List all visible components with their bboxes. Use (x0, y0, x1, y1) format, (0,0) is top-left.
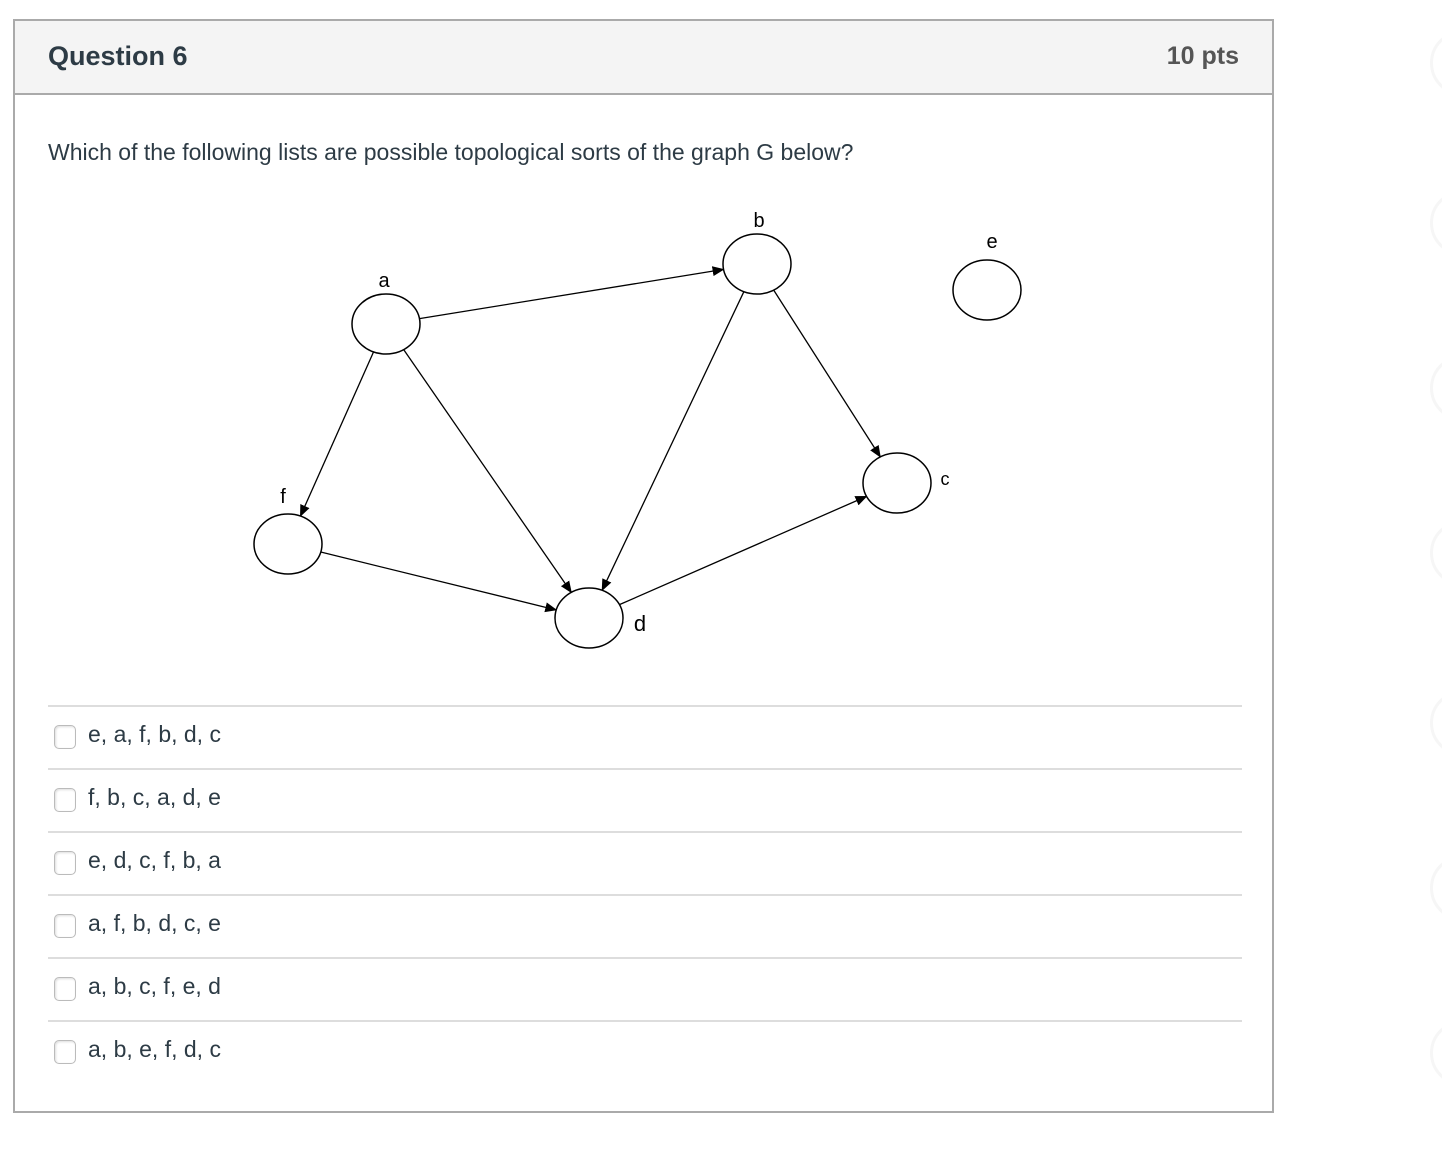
answer-checkbox[interactable] (54, 725, 76, 749)
node-label-e: e (986, 231, 997, 253)
node-label-c: c (941, 469, 950, 489)
answer-option[interactable]: e, a, f, b, d, c (48, 705, 1242, 768)
answer-checkbox[interactable] (54, 851, 76, 875)
answer-label: a, b, e, f, d, c (88, 1036, 221, 1062)
question-points: 10 pts (1166, 42, 1239, 70)
answer-option[interactable]: e, d, c, f, b, a (48, 831, 1242, 894)
node-label-b: b (753, 210, 764, 232)
question-title: Question 6 (48, 41, 188, 71)
answer-checkbox[interactable] (54, 977, 76, 1001)
decorative-circle (1430, 1020, 1442, 1086)
answer-label: a, b, c, f, e, d (88, 973, 221, 999)
answer-list: e, a, f, b, d, c f, b, c, a, d, e e, d, … (48, 705, 1242, 1083)
answer-label: e, d, c, f, b, a (88, 847, 221, 873)
answer-option[interactable]: a, b, e, f, d, c (48, 1020, 1242, 1083)
edge-d-c (619, 495, 868, 606)
answer-checkbox[interactable] (54, 788, 76, 812)
edge-a-d (403, 349, 572, 594)
answer-checkbox[interactable] (54, 914, 76, 938)
node-e (952, 259, 1022, 321)
node-d (554, 587, 624, 649)
answer-option[interactable]: a, b, c, f, e, d (48, 957, 1242, 1020)
node-a (351, 293, 421, 355)
node-b (722, 233, 792, 295)
node-label-a: a (378, 270, 390, 292)
question-card: Question 6 10 pts Which of the following… (13, 19, 1274, 1113)
edge-b-d (601, 291, 745, 592)
node-label-d: d (634, 611, 646, 636)
edge-a-b (419, 266, 725, 320)
question-text: Which of the following lists are possibl… (48, 139, 854, 165)
answer-checkbox[interactable] (54, 1040, 76, 1064)
node-c (862, 452, 932, 514)
node-f (253, 513, 323, 575)
answer-label: e, a, f, b, d, c (88, 721, 221, 747)
graph-diagram: a b c d e f (253, 210, 1022, 649)
edge-a-f (299, 351, 375, 517)
answer-label: a, f, b, d, c, e (88, 910, 221, 936)
edge-b-c (773, 289, 881, 458)
answer-label: f, b, c, a, d, e (88, 784, 221, 810)
node-label-f: f (280, 486, 286, 508)
edge-f-d (320, 551, 558, 613)
answer-option[interactable]: f, b, c, a, d, e (48, 768, 1242, 831)
question-header: Question 6 10 pts (15, 21, 1272, 95)
answer-option[interactable]: a, f, b, d, c, e (48, 894, 1242, 957)
decorative-circle (1430, 855, 1442, 921)
